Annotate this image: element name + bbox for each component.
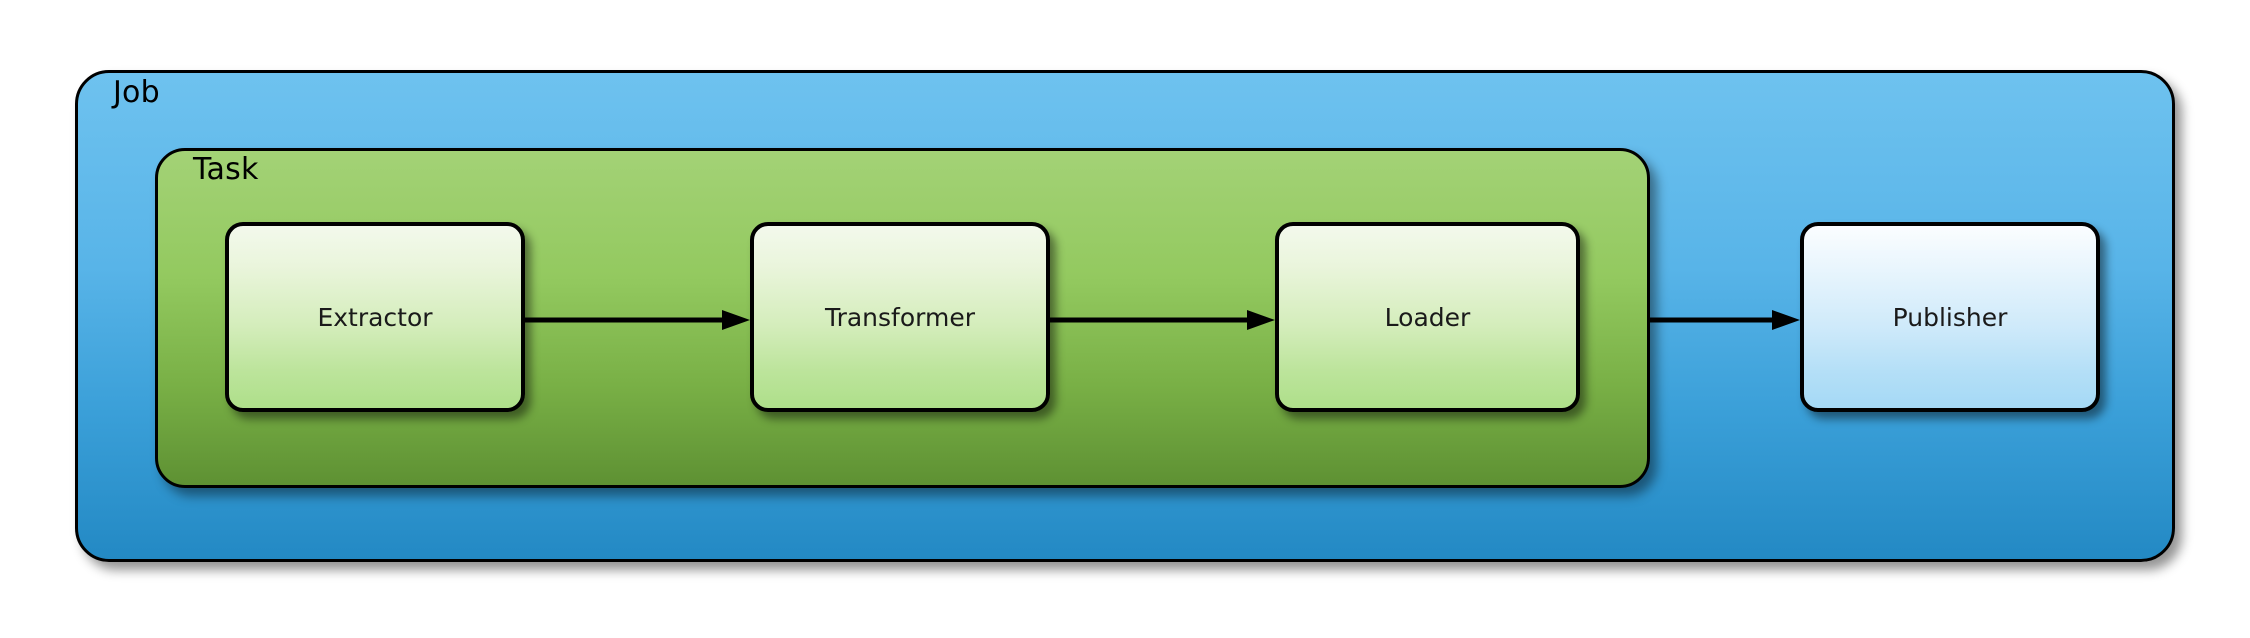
node-loader[interactable]: Loader bbox=[1275, 222, 1580, 412]
node-transformer[interactable]: Transformer bbox=[750, 222, 1050, 412]
node-extractor-label: Extractor bbox=[317, 302, 433, 332]
node-extractor[interactable]: Extractor bbox=[225, 222, 525, 412]
edge-loader-to-publisher bbox=[1650, 310, 1800, 330]
edge-transformer-to-loader bbox=[1050, 310, 1275, 330]
edge-extractor-to-transformer bbox=[525, 310, 750, 330]
node-transformer-label: Transformer bbox=[824, 302, 975, 332]
node-publisher-label: Publisher bbox=[1892, 302, 2008, 332]
node-loader-label: Loader bbox=[1384, 302, 1471, 332]
job-container-label: Job bbox=[113, 75, 160, 110]
node-publisher[interactable]: Publisher bbox=[1800, 222, 2100, 412]
task-container-label: Task bbox=[193, 152, 259, 187]
